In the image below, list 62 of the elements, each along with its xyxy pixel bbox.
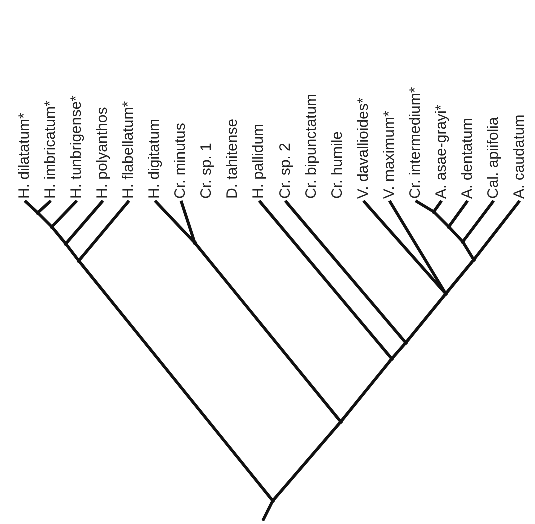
branch-point — [36, 211, 40, 215]
taxon-label: H. imbricatum* — [43, 100, 60, 199]
branch-point — [193, 241, 197, 245]
branch-line — [78, 200, 130, 262]
branch-line — [258, 200, 394, 360]
branch-line — [462, 200, 496, 243]
taxon-label: V. davallioides* — [356, 98, 372, 199]
taxon-label: H. digitatum — [147, 118, 164, 199]
taxon-label: H. flabellatum* — [121, 101, 138, 199]
branch-line — [194, 242, 342, 423]
branch-point — [390, 357, 394, 361]
taxon-label: H. pallidum — [251, 124, 268, 199]
branch-point — [472, 258, 476, 262]
branch-point — [271, 499, 275, 503]
branch-line — [50, 226, 68, 245]
branch-point — [50, 225, 54, 229]
branch-line — [444, 259, 476, 295]
branch-line — [50, 200, 78, 228]
taxon-label: V. maximum* — [382, 111, 398, 199]
branch-line — [414, 200, 435, 214]
branch-line — [462, 241, 476, 261]
branch-line — [64, 200, 104, 245]
branch-line — [404, 293, 448, 344]
branch-line — [262, 500, 274, 522]
taxon-label: Cr. sp. 2 — [278, 143, 294, 199]
taxon-label: D. tahitense — [225, 118, 242, 199]
branch-line — [432, 200, 444, 213]
branch-line — [36, 212, 54, 228]
branch-point — [447, 225, 451, 229]
branch-line — [78, 260, 274, 502]
branch-line — [24, 200, 40, 214]
branch-line — [448, 226, 464, 244]
branch-point — [64, 242, 68, 246]
taxon-label: Cr. humile — [330, 131, 346, 199]
branch-point — [404, 341, 408, 345]
branch-line — [36, 200, 52, 214]
taxon-label: H. dilatatum* — [17, 113, 33, 199]
branch-line — [180, 200, 196, 244]
taxon-label: A. dentatum — [460, 118, 476, 199]
branch-line — [64, 243, 80, 262]
taxon-label: H. polyanthos — [95, 107, 112, 199]
branch-line — [340, 358, 394, 423]
taxon-label: H. tunbrigense* — [69, 96, 86, 199]
branch-line — [284, 200, 408, 344]
branch-point — [461, 240, 465, 244]
branch-point — [339, 420, 343, 424]
taxon-label: Cr. intermedium* — [408, 87, 424, 199]
branch-point — [444, 292, 448, 296]
taxon-label: A. asae-grayi* — [434, 104, 450, 199]
taxon-label: Cal. apiifolia — [486, 117, 502, 199]
branch-line — [388, 200, 448, 295]
branch-line — [448, 200, 470, 228]
taxon-label: A. caudatum — [512, 114, 528, 199]
branch-line — [390, 342, 408, 360]
taxon-label: Cr. minutus — [173, 123, 190, 199]
branch-line — [272, 421, 342, 502]
taxon-label: Cr. sp. 1 — [199, 143, 216, 199]
branch-point — [432, 210, 436, 214]
branch-line — [432, 210, 450, 228]
branch-line — [472, 200, 522, 261]
branch-point — [77, 259, 81, 263]
taxon-label: Cr. bipunctatum — [304, 94, 320, 199]
